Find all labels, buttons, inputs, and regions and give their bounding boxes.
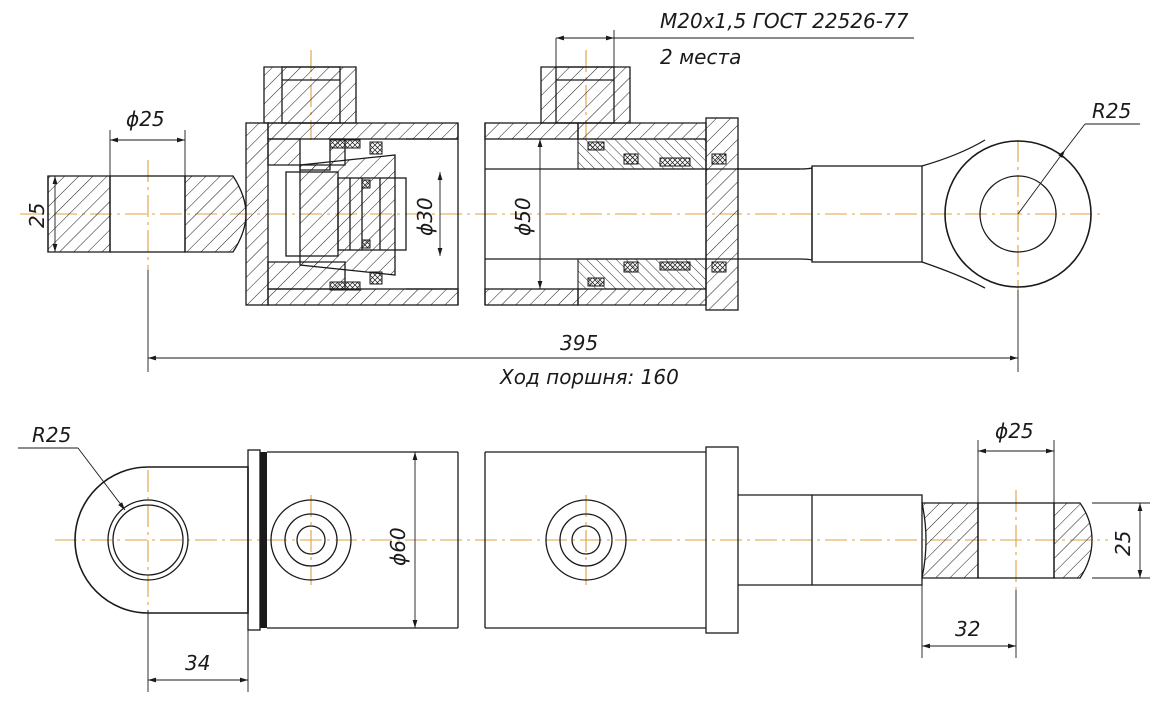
bottom-radius-label: R25	[32, 423, 71, 447]
top-pin-diameter-label: ϕ25	[126, 107, 165, 131]
bore-50-label: ϕ50	[511, 197, 535, 236]
bottom-pin-diameter-label: ϕ25	[995, 419, 1034, 443]
bore-30-label: ϕ30	[413, 197, 437, 236]
top-dimensions	[52, 30, 1140, 372]
rear-clevis	[47, 175, 247, 253]
stroke-label: Ход поршня: 160	[499, 365, 679, 389]
length-395-label: 395	[560, 331, 598, 355]
piston-rod	[485, 139, 1092, 289]
thread-spec-label: M20x1,5 ГОСТ 22526-77	[660, 9, 909, 33]
offset-32-label: 32	[955, 617, 980, 641]
front-head	[484, 66, 739, 311]
rear-eye	[74, 466, 249, 614]
offset-34-label: 34	[185, 651, 210, 675]
top-eye-width-label: 25	[25, 203, 49, 228]
cylinder-body	[247, 446, 739, 634]
top-section-view	[20, 30, 1140, 372]
bottom-eye-width-label: 25	[1111, 531, 1135, 556]
bottom-exterior-view	[18, 440, 1150, 692]
thread-count-label: 2 места	[660, 45, 741, 69]
bottom-rod	[738, 494, 1093, 586]
bottom-dimensions	[18, 440, 1150, 692]
rear-end-cap	[245, 66, 459, 306]
top-radius-label: R25	[1092, 99, 1131, 123]
body-diameter-label: ϕ60	[386, 527, 410, 566]
